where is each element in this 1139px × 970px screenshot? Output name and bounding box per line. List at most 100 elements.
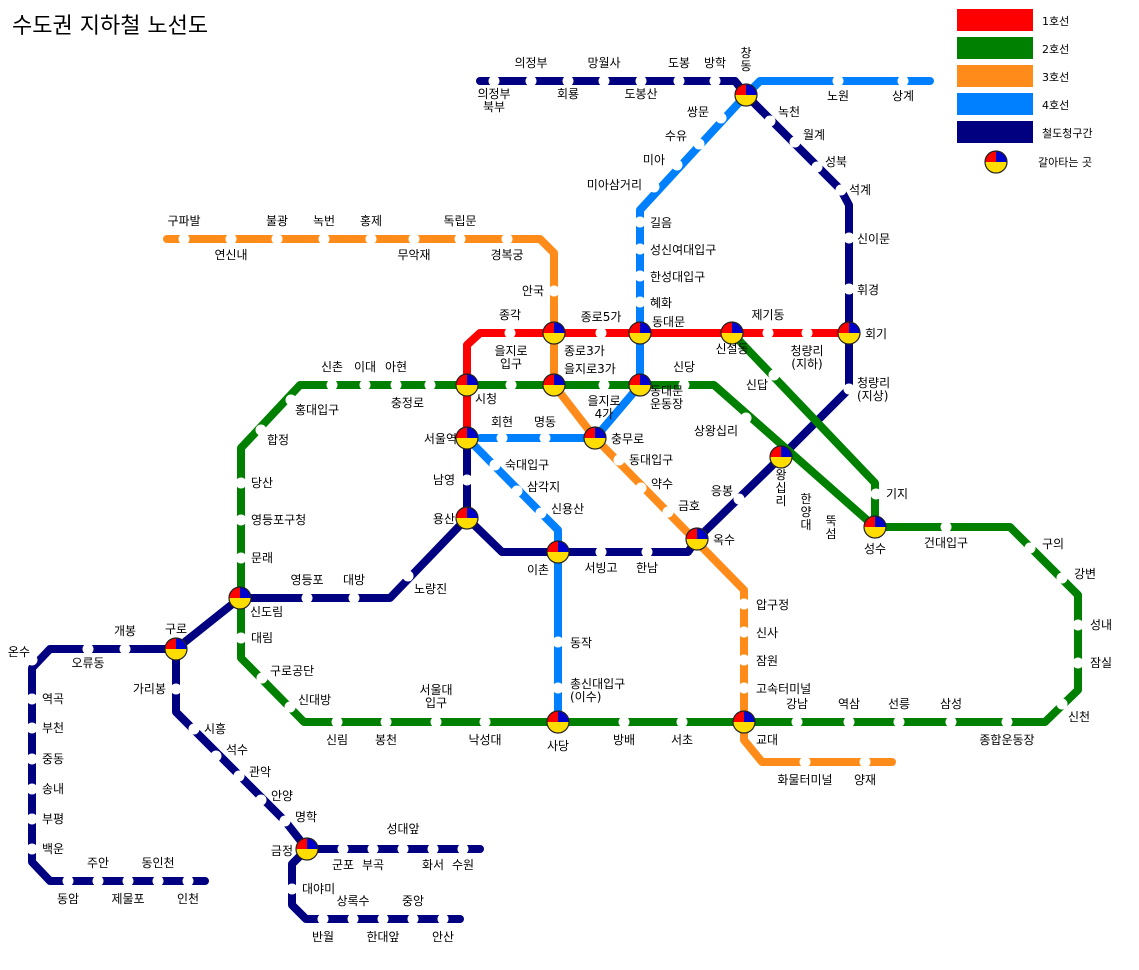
station-label-sindang: 신당 (673, 360, 695, 374)
station-ttukseom-marker (825, 501, 837, 513)
station-label-seongsu: 성수 (864, 542, 886, 556)
station-sindap-marker (768, 369, 780, 381)
station-seongsu-transfer-icon (863, 515, 887, 539)
station-markers (26, 75, 1084, 925)
station-label-seongnae: 성내 (1090, 618, 1112, 632)
station-label-seolleung: 선릉 (888, 697, 910, 711)
station-hansung-marker (634, 270, 646, 282)
station-label-dobong: 도봉 (668, 56, 690, 70)
station-juan-marker (92, 875, 104, 887)
station-label-gangbyeon: 강변 (1074, 567, 1096, 581)
station-label-dangsan: 당산 (251, 476, 273, 490)
station-label-sicheong: 시청 (475, 392, 497, 406)
station-handaeap-marker (377, 913, 389, 925)
station-nokcheon-marker (764, 115, 776, 127)
station-label-miasamgeori: 미아삼거리 (587, 178, 642, 192)
station-dongdaemun_stadium-transfer-icon (628, 373, 652, 397)
station-label-hwigyeong: 휘경 (857, 283, 879, 297)
station-label-dongdaemun: 동대문 (652, 315, 685, 329)
station-seobinggo-marker (595, 546, 607, 558)
station-label-samseong: 삼성 (940, 697, 962, 711)
station-label-geumjeong: 금정 (271, 844, 293, 858)
station-uijeongbu-marker (525, 75, 537, 87)
station-seongnae-marker (1072, 619, 1084, 631)
station-siheung-marker (188, 723, 200, 735)
station-sadang-transfer-icon (546, 710, 570, 734)
station-label-bangbae: 방배 (613, 733, 635, 747)
station-label-ichon: 이촌 (527, 563, 549, 577)
station-label-nokcheon: 녹천 (778, 104, 800, 119)
station-label-sillim: 신림 (326, 733, 348, 747)
station-myeonghak-marker (279, 815, 291, 827)
station-label-myeonghak: 명학 (295, 810, 317, 824)
legend-swatch-0 (957, 9, 1033, 31)
station-samseong-marker (945, 716, 957, 728)
station-muakjae-marker (408, 233, 420, 245)
station-label-mia: 미아 (643, 153, 665, 167)
station-euljiro3_l3-transfer-icon (542, 373, 566, 397)
station-dongam-marker (62, 875, 74, 887)
station-label-noryangjin: 노량진 (414, 582, 447, 596)
station-label-hwaseo: 화서 (422, 858, 444, 872)
station-label-dobongsan: 도봉산 (624, 87, 657, 101)
station-hwaseo-marker (427, 843, 439, 855)
station-label-sports: 종합운동장 (979, 733, 1034, 747)
station-sinseoldong-transfer-icon (720, 321, 744, 345)
station-label-jemulpo: 제물포 (111, 892, 144, 906)
station-uijeongbu_n-marker (488, 75, 500, 87)
station-label-ansan: 안산 (432, 930, 454, 944)
station-yeoksam-marker (843, 716, 855, 728)
station-gangnam-marker (791, 716, 803, 728)
station-chungmuro-transfer-icon (583, 426, 607, 450)
station-label-chongshin: 총신대입구(이수) (570, 677, 625, 704)
route-lines (28, 77, 1082, 923)
station-daerim-marker (235, 632, 247, 644)
station-label-guui: 구의 (1042, 537, 1064, 551)
station-label-sookmyung: 숙대입구 (505, 458, 549, 472)
station-yangjae-marker (859, 756, 871, 768)
station-sincheon-marker (1056, 698, 1068, 710)
station-label-daebang: 대방 (343, 573, 365, 587)
station-label-dongjak: 동작 (570, 636, 592, 650)
station-label-seongbuk: 성북 (825, 155, 847, 169)
station-bugok-marker (367, 843, 379, 855)
station-label-jungang: 중앙 (402, 894, 424, 908)
station-dongdaeipgu-marker (613, 454, 625, 466)
station-gaebong-marker (119, 643, 131, 655)
station-label-hannam: 한남 (636, 561, 658, 575)
station-gwanak-marker (233, 770, 245, 782)
station-nambu-marker (799, 756, 811, 768)
legend-transfer-label: 갈아타는 곳 (1038, 155, 1092, 169)
station-ydpgucheong-marker (235, 514, 247, 526)
station-label-ewha: 이대 (354, 360, 376, 374)
station-dobongsan-marker (635, 75, 647, 87)
station-jongno3_l3-transfer-icon (542, 321, 566, 345)
station-guro-transfer-icon (164, 637, 188, 661)
station-cheongnyangni_j-marker (801, 327, 813, 339)
station-gyodae-transfer-icon (732, 710, 756, 734)
station-hongdae-marker (285, 394, 297, 406)
station-label-sungshin: 성신여대입구 (650, 243, 716, 257)
station-label-sincheon: 신천 (1068, 709, 1090, 724)
station-bangbae-marker (618, 716, 630, 728)
station-suyu-marker (693, 138, 705, 150)
station-label-daerim: 대림 (251, 631, 273, 645)
station-label-sinyongsan: 신용산 (551, 502, 584, 516)
station-label-suyu: 수유 (665, 129, 687, 143)
station-label-hongdae: 홍대입구 (295, 403, 339, 417)
station-hongje-marker (365, 233, 377, 245)
station-seocho-marker (676, 716, 688, 728)
station-label-sadang: 사당 (547, 739, 569, 753)
station-seolleung-marker (893, 716, 905, 728)
station-sindang-marker (678, 379, 690, 391)
station-bupyeong-marker (26, 813, 38, 825)
station-hoehyeon-marker (496, 432, 508, 444)
station-garibong-marker (170, 683, 182, 695)
station-ssangmun-marker (715, 112, 727, 124)
